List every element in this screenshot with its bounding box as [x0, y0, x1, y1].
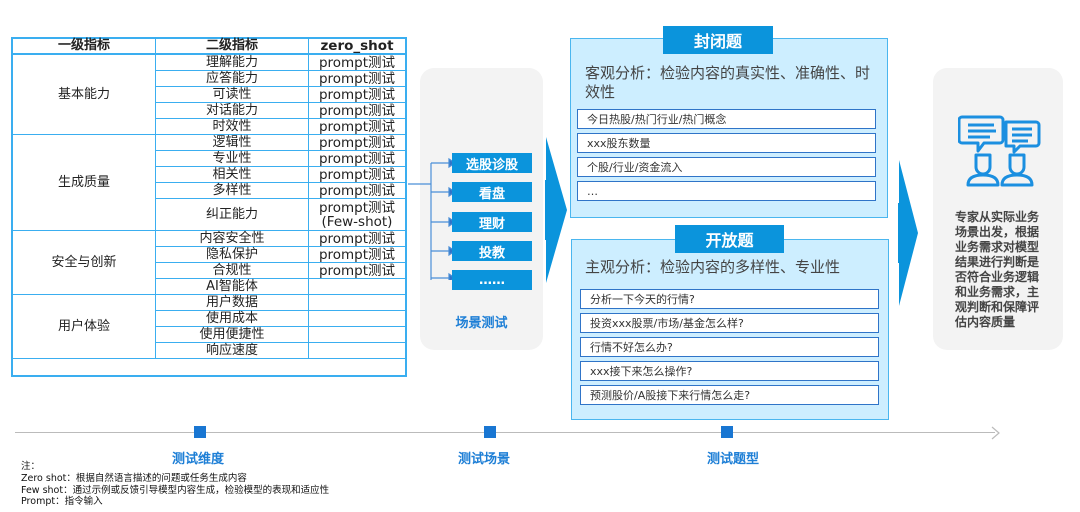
- expert-panel: [933, 68, 1063, 350]
- note-zero-shot: Zero shot：根据自然语言描述的问题或任务生成内容: [21, 473, 247, 484]
- scene-item: ……: [452, 270, 532, 290]
- arrow-right-icon: [545, 137, 567, 283]
- open-tab: 开放题: [675, 225, 784, 253]
- table-value-cell: prompt测试: [309, 231, 405, 247]
- table-subitem-cell: 理解能力: [156, 55, 309, 71]
- table-value-cell: [309, 295, 405, 311]
- open-question-item: 行情不好怎么办?: [580, 337, 879, 357]
- timeline-marker: [484, 426, 496, 438]
- timeline-axis: [15, 432, 995, 433]
- table-value-cell: prompt测试: [309, 103, 405, 119]
- timeline-marker: [194, 426, 206, 438]
- expert-description: 专家从实际业务场景出发，根据业务需求对模型结果进行判断是否符合业务逻辑和业务需求…: [955, 210, 1040, 329]
- table-group-cell: 基本能力: [13, 55, 156, 135]
- scene-item: 投教: [452, 241, 532, 261]
- table-subitem-cell: 专业性: [156, 151, 309, 167]
- open-subtitle: 主观分析：检验内容的多样性、专业性: [585, 258, 841, 276]
- table-subitem-cell: 对话能力: [156, 103, 309, 119]
- table-subitem-cell: 可读性: [156, 87, 309, 103]
- table-value-cell: prompt测试: [309, 183, 405, 199]
- table-header: 二级指标: [156, 39, 309, 55]
- table-subitem-cell: 纠正能力: [156, 199, 309, 231]
- closed-question-item: 个股/行业/资金流入: [577, 157, 876, 177]
- closed-subtitle: 客观分析：检验内容的真实性、准确性、时效性: [585, 64, 871, 101]
- table-value-cell: prompt测试: [309, 135, 405, 151]
- table-header: zero_shot: [309, 39, 405, 55]
- table-value-cell: [309, 327, 405, 343]
- note-few-shot: Few shot：通过示例或反馈引导模型内容生成，检验模型的表现和适应性: [21, 485, 330, 496]
- table-subitem-cell: 用户数据: [156, 295, 309, 311]
- open-question-item: xxx接下来怎么操作?: [580, 361, 879, 381]
- table-value-cell: prompt测试: [309, 71, 405, 87]
- table-value-cell: prompt测试: [309, 263, 405, 279]
- table-subitem-cell: 时效性: [156, 119, 309, 135]
- timeline-arrow-icon: [991, 426, 1000, 440]
- closed-tab: 封闭题: [663, 26, 773, 54]
- table-group-cell: 生成质量: [13, 135, 156, 231]
- table-group-cell: 安全与创新: [13, 231, 156, 295]
- closed-question-item: …: [577, 181, 876, 201]
- table-value-cell: prompt测试: [309, 55, 405, 71]
- open-question-item: 投资xxx股票/市场/基金怎么样?: [580, 313, 879, 333]
- table-subitem-cell: 相关性: [156, 167, 309, 183]
- expert-discussion-icon: [958, 115, 1041, 187]
- table-value-cell: prompt测试 (Few-shot): [309, 199, 405, 231]
- scene-item: 理财: [452, 212, 532, 232]
- table-subitem-cell: 内容安全性: [156, 231, 309, 247]
- table-subitem-cell: 逻辑性: [156, 135, 309, 151]
- timeline-label: 测试场景: [458, 452, 511, 467]
- table-value-cell: prompt测试: [309, 151, 405, 167]
- table-value-cell: prompt测试: [309, 87, 405, 103]
- note-title: 注：: [21, 461, 41, 472]
- open-question-item: 预测股价/A股接下来行情怎么走?: [580, 385, 879, 405]
- table-value-cell: prompt测试: [309, 167, 405, 183]
- table-value-cell: [309, 279, 405, 295]
- scene-item: 选股诊股: [452, 153, 532, 173]
- scene-label: 场景测试: [455, 316, 508, 331]
- timeline-label: 测试维度: [172, 452, 225, 467]
- table-value-cell: [309, 311, 405, 327]
- table-subitem-cell: 使用成本: [156, 311, 309, 327]
- closed-question-item: 今日热股/热门行业/热门概念: [577, 109, 876, 129]
- table-subitem-cell: 响应速度: [156, 343, 309, 359]
- branch-arrows: [408, 157, 455, 280]
- table-value-cell: prompt测试: [309, 119, 405, 135]
- table-subitem-cell: 使用便捷性: [156, 327, 309, 343]
- table-subitem-cell: 多样性: [156, 183, 309, 199]
- table-value-cell: prompt测试: [309, 247, 405, 263]
- open-question-item: 分析一下今天的行情?: [580, 289, 879, 309]
- table-header: 一级指标: [13, 39, 156, 55]
- table-subitem-cell: 应答能力: [156, 71, 309, 87]
- scene-item: 看盘: [452, 182, 532, 202]
- table-subitem-cell: 隐私保护: [156, 247, 309, 263]
- closed-question-item: xxx股东数量: [577, 133, 876, 153]
- table-value-cell: [309, 343, 405, 359]
- timeline-marker: [721, 426, 733, 438]
- table-group-cell: 用户体验: [13, 295, 156, 359]
- note-prompt: Prompt：指令输入: [21, 496, 103, 507]
- arrow-right-icon: [898, 160, 918, 306]
- scene-panel: [420, 68, 543, 350]
- timeline-label: 测试题型: [707, 452, 760, 467]
- table-subitem-cell: AI智能体: [156, 279, 309, 295]
- table-subitem-cell: 合规性: [156, 263, 309, 279]
